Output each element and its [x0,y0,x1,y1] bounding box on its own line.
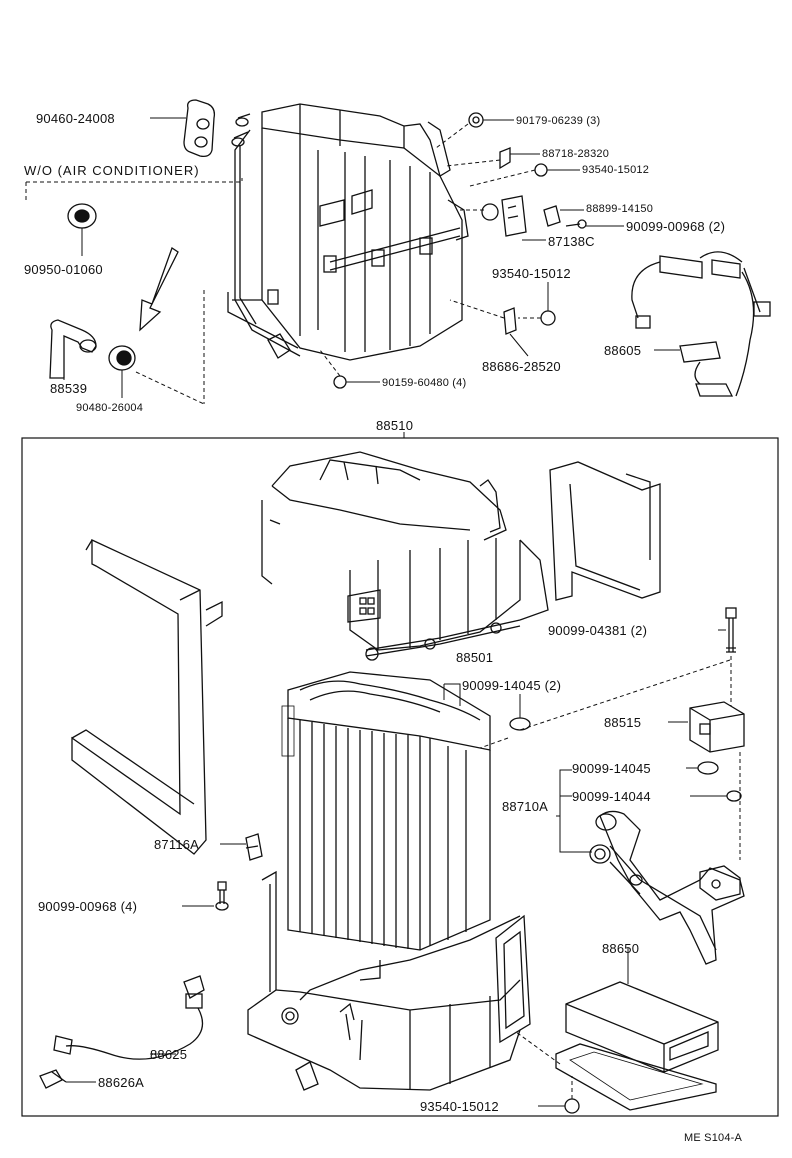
bracket-88686-28520 [503,307,517,335]
clip-87116A [245,833,263,861]
o-ring-90099-14044 [726,790,742,802]
reference-code: ME S104-A [684,1132,743,1144]
label-88515: 88515 [604,715,642,730]
screw-90099-00968-x4 [215,881,229,911]
label-90159-60480: 90159-60480 (4) [382,377,467,389]
label-90099-14044: 90099-14044 [572,789,651,804]
o-ring-90099-14045 [697,761,719,775]
hose-88539 [49,319,97,379]
bolt-90099-04381 [725,607,737,653]
label-87116A: 87116A [154,837,200,852]
bracket-88718-28320 [499,147,511,170]
label-88605: 88605 [604,343,642,358]
seal-frame-right [549,461,661,601]
label-93540-15012-c: 93540-15012 [420,1099,499,1114]
cooling-unit-case-top [227,103,469,361]
label-88625: 88625 [150,1047,188,1062]
expansion-valve-88515 [689,701,745,753]
note-without-ac: W/O (AIR CONDITIONER) [24,163,200,178]
assembly-frame-88510 [21,437,779,1117]
label-90950-01060: 90950-01060 [24,262,103,277]
label-88539: 88539 [50,381,88,396]
amplifier-88650 [555,981,719,1111]
label-90480-26004: 90480-26004 [76,402,144,414]
screw-93540-15012-c [564,1098,580,1114]
screw-93540-15012-a [534,163,548,177]
clamp-88899-14150 [543,205,561,227]
o-ring-90099-14045-pair [509,717,531,731]
label-88710A: 88710A [502,799,549,814]
seal-frame-left [71,538,223,855]
wire-harness-88605 [631,251,771,397]
label-93540-15012-b: 93540-15012 [492,266,571,281]
screw-90099-00968 [565,219,587,229]
label-90099-00968-2: 90099-00968 (2) [626,219,726,234]
label-88650: 88650 [602,941,640,956]
bolt-90159-60480 [333,375,347,389]
label-88686-28520: 88686-28520 [482,359,561,374]
label-93540-15012-a: 93540-15012 [582,164,650,176]
thermistor-87138C [481,195,527,237]
label-90099-14045-2: 90099-14045 (2) [462,678,562,693]
connector-88626A [39,1069,67,1089]
label-88718-28320: 88718-28320 [542,148,610,160]
label-88626A: 88626A [98,1075,145,1090]
label-88501: 88501 [456,650,494,665]
plug-90950-01060 [67,203,97,229]
wire-88625 [53,975,205,1060]
plug-90480-26004 [108,345,136,371]
label-90179-06239: 90179-06239 (3) [516,115,601,127]
screw-93540-15012-b [540,310,556,326]
label-88510: 88510 [376,418,414,433]
label-87138C: 87138C [548,234,595,249]
tube-88710A [589,810,745,965]
label-88899-14150: 88899-14150 [586,203,654,215]
cooling-unit-lower-case [247,870,531,1091]
evaporator-core-88501 [281,671,491,951]
cooling-unit-upper-case [261,451,549,661]
grommet-90460-24008 [183,99,216,158]
label-90099-14045: 90099-14045 [572,761,651,776]
label-90099-00968-4: 90099-00968 (4) [38,899,138,914]
arrow-indicator [139,246,179,332]
label-90460-24008: 90460-24008 [36,111,115,126]
without-ac-bracket [26,178,243,183]
label-90099-04381: 90099-04381 (2) [548,623,648,638]
clip-90179-06239 [468,112,484,128]
